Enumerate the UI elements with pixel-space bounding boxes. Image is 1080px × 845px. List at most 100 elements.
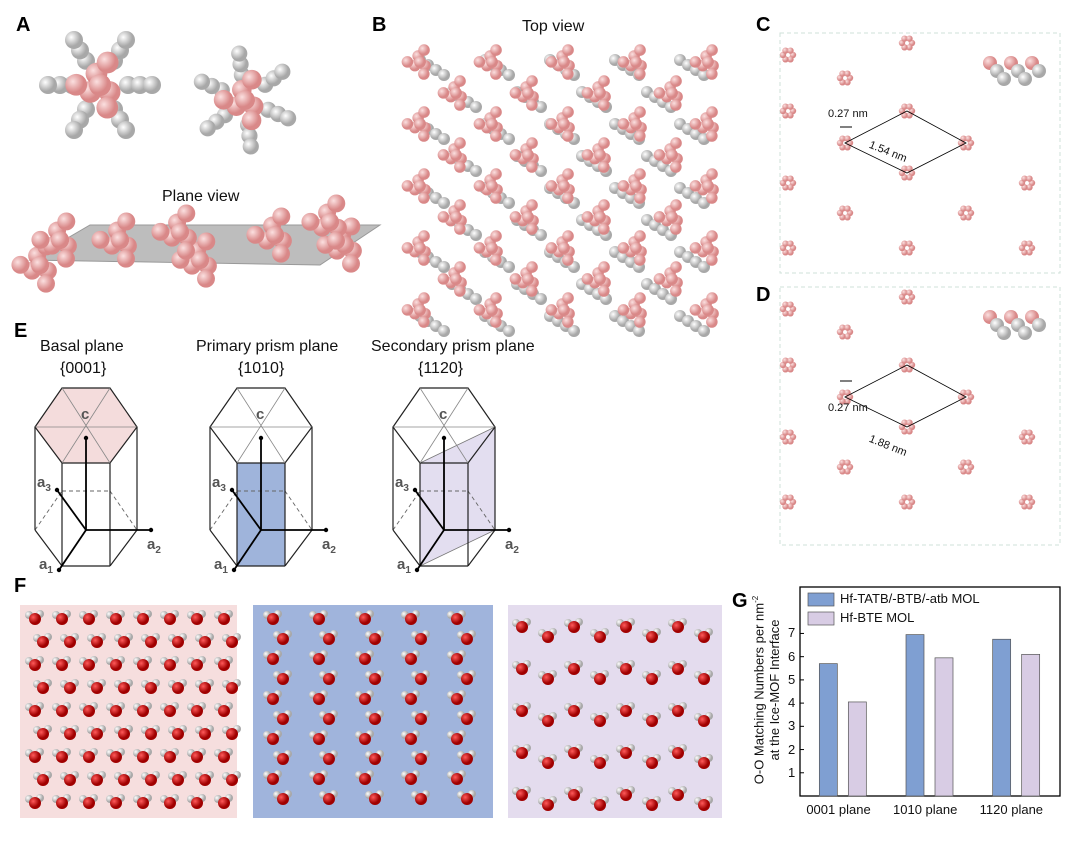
cluster-atom — [509, 211, 522, 223]
oxygen-atom — [415, 753, 427, 765]
node-atom — [901, 103, 908, 110]
axis-label-a1-letter: a — [39, 556, 48, 573]
oxygen-atom — [164, 705, 176, 717]
oxygen-atom — [461, 713, 473, 725]
cluster-atom — [418, 68, 430, 80]
node-atom — [906, 494, 913, 501]
axis-label-a1-subscript: 1 — [47, 565, 53, 576]
axis-label-a3: a3 — [212, 474, 226, 494]
cluster-atom — [450, 211, 462, 223]
oxygen-atom — [594, 673, 606, 685]
cluster-atom — [634, 130, 646, 142]
cluster-atom — [562, 130, 574, 142]
oxygen-atom — [226, 774, 238, 786]
c-axis-arrow-head — [83, 435, 89, 441]
cluster-atom — [117, 212, 136, 231]
bar-bte-0 — [847, 701, 867, 797]
oxygen-atom — [37, 728, 49, 740]
cluster-atom — [706, 292, 718, 304]
a1-axis-arrow — [233, 529, 262, 571]
node-atom — [1026, 184, 1033, 191]
node-atom — [782, 103, 789, 110]
cluster-atom — [272, 207, 291, 226]
cluster-atom — [31, 230, 50, 249]
cluster-atom — [246, 225, 265, 244]
node-atom — [782, 175, 789, 182]
panel-a-models — [39, 30, 297, 155]
primary-plane-title: Primary prism plane — [196, 338, 339, 355]
cluster-atom — [450, 149, 462, 161]
y-tick-label: 7 — [788, 625, 796, 641]
oxygen-atom — [172, 774, 184, 786]
oxygen-atom — [359, 733, 371, 745]
cluster-atom — [702, 56, 714, 68]
oxygen-atom — [516, 621, 528, 633]
cluster-atom — [235, 90, 255, 110]
cluster-atom — [545, 118, 558, 130]
cluster-atom — [670, 161, 682, 173]
cluster-atom — [414, 304, 426, 316]
oxygen-atom — [37, 636, 49, 648]
linker-atom — [503, 261, 515, 273]
cluster-atom — [37, 274, 55, 293]
cluster-atom — [689, 242, 702, 254]
oxygen-atom — [568, 705, 580, 717]
cluster-atom — [653, 87, 666, 99]
linker-atom — [633, 325, 645, 337]
node-atom — [906, 357, 913, 364]
axis-label-c: c — [81, 406, 89, 423]
panel-label-c: C — [756, 14, 771, 36]
linker-atom — [470, 293, 482, 305]
oxygen-atom — [56, 613, 68, 625]
oxygen-atom — [164, 751, 176, 763]
node-atom — [844, 324, 851, 331]
oxygen-atom — [415, 673, 427, 685]
oxygen-atom — [415, 713, 427, 725]
node-atom — [906, 44, 913, 51]
cluster-atom — [418, 130, 430, 142]
cluster-atom — [706, 44, 718, 56]
axis-label-c-letter: c — [439, 406, 448, 423]
oxygen-atom — [451, 693, 463, 705]
oxygen-atom — [542, 799, 554, 811]
x-tick-label: 1120 plane — [979, 802, 1044, 817]
hex-prism-1 — [209, 387, 329, 573]
cluster-atom — [617, 56, 630, 68]
cluster-atom — [634, 292, 646, 304]
oxygen-atom — [646, 715, 658, 727]
cluster-atom — [670, 223, 682, 235]
oxygen-atom — [620, 705, 632, 717]
cluster-atom — [634, 106, 646, 118]
oxygen-atom — [91, 774, 103, 786]
ice-surface-2 — [508, 605, 722, 818]
cluster-atom — [702, 180, 714, 192]
cluster-atom — [490, 130, 502, 142]
linker-atom — [117, 30, 135, 49]
node-atom — [844, 468, 851, 475]
node-atom — [782, 47, 789, 54]
node-atom — [844, 70, 851, 77]
unit-cell — [844, 110, 967, 174]
oxygen-atom — [542, 631, 554, 643]
oxygen-atom — [451, 653, 463, 665]
oxygen-atom — [218, 797, 230, 809]
cluster-atom — [670, 285, 682, 297]
axis-label-a3-subscript: 3 — [45, 483, 51, 494]
node-atom — [965, 144, 972, 151]
oxygen-atom — [199, 728, 211, 740]
oxygen-atom — [277, 713, 289, 725]
oxygen-atom — [698, 799, 710, 811]
oxygen-atom — [118, 682, 130, 694]
oxygen-atom — [37, 682, 49, 694]
a3-axis-arrow-head — [54, 487, 60, 493]
node-atom — [1021, 494, 1028, 501]
cluster-atom — [522, 211, 534, 223]
node-atom — [844, 398, 851, 405]
top-diagonal — [236, 387, 286, 464]
oxygen-atom — [56, 751, 68, 763]
cluster-atom — [31, 256, 49, 274]
cluster-atom — [490, 254, 502, 266]
oxygen-atom — [83, 751, 95, 763]
node-atom — [906, 35, 913, 42]
node-atom — [782, 429, 789, 436]
